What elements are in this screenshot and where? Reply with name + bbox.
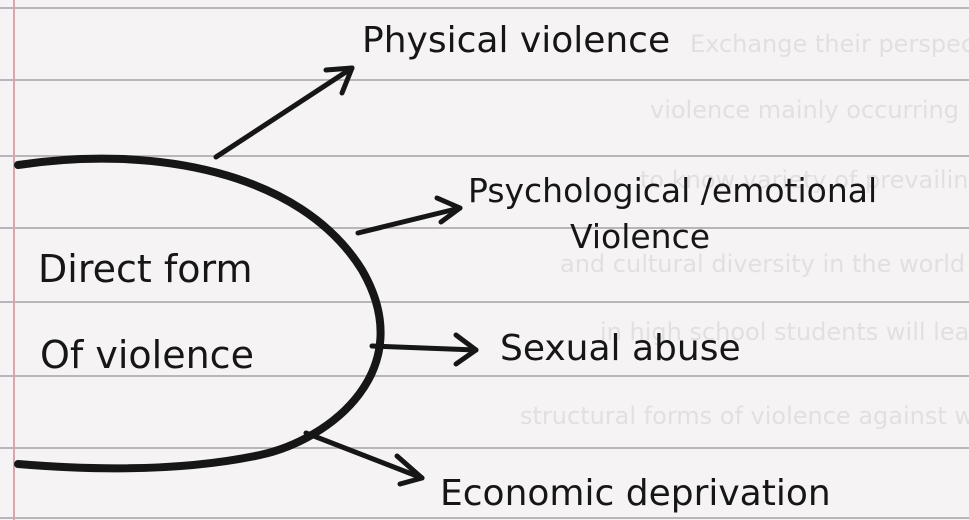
center-label-line2: Of violence	[40, 333, 254, 377]
arrow-sexual-head	[453, 332, 479, 367]
center-label-line1: Direct form	[38, 247, 252, 291]
arrow-economic	[303, 430, 425, 487]
arrow-sexual-shaft	[369, 343, 479, 353]
branch-label-psychological-line2: Violence	[570, 217, 710, 256]
branch-label-psychological: Psychological /emotional	[468, 171, 877, 210]
arrow-physical-shaft	[213, 65, 355, 160]
branch-label-sexual: Sexual abuse	[500, 328, 741, 369]
arrow-psychological-head	[434, 195, 463, 225]
bleed-through-line: and cultural diversity in the world of i…	[560, 250, 969, 278]
arrow-economic-shaft	[303, 430, 425, 481]
bleed-through-line: in high school students will learn about	[600, 318, 969, 346]
bleed-through-line: Exchange their perspectives on reasons o…	[690, 30, 969, 58]
arrow-psychological-shaft	[355, 205, 463, 236]
bleed-through-line: to know variety of prevailing thinking	[640, 166, 969, 194]
bleed-through-line: violence mainly occurring in daily life,…	[650, 96, 969, 124]
branch-label-economic: Economic deprivation	[440, 473, 831, 514]
arrow-physical-head	[323, 65, 355, 96]
bleed-through-line: structural forms of violence against wom…	[520, 402, 969, 430]
bleed-through-text: Exchange their perspectives on reasons o…	[520, 30, 969, 430]
arrow-physical	[213, 65, 355, 160]
bracket-arc	[14, 154, 385, 473]
arrow-sexual	[369, 332, 479, 367]
branch-label-physical: Physical violence	[362, 20, 670, 61]
arrow-psychological	[355, 195, 463, 236]
arrow-economic-head	[394, 453, 425, 487]
